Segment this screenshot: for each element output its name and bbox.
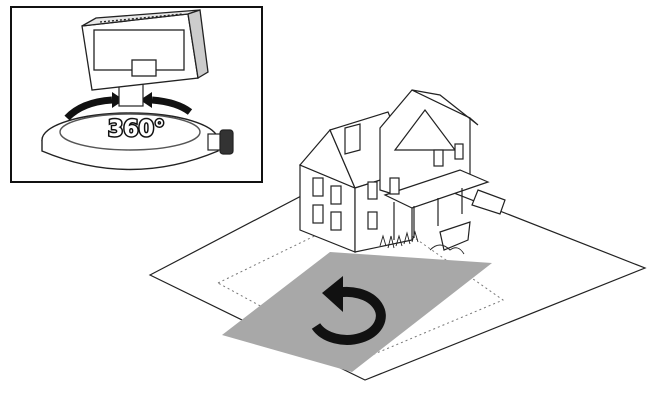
- locking-knob: [208, 130, 233, 154]
- camera-head: [82, 10, 208, 90]
- rotation-degree-label: 360°: [108, 117, 165, 142]
- rotating-camera-mount-icon: 360°: [12, 8, 261, 181]
- inset-frame: 360°: [10, 6, 263, 183]
